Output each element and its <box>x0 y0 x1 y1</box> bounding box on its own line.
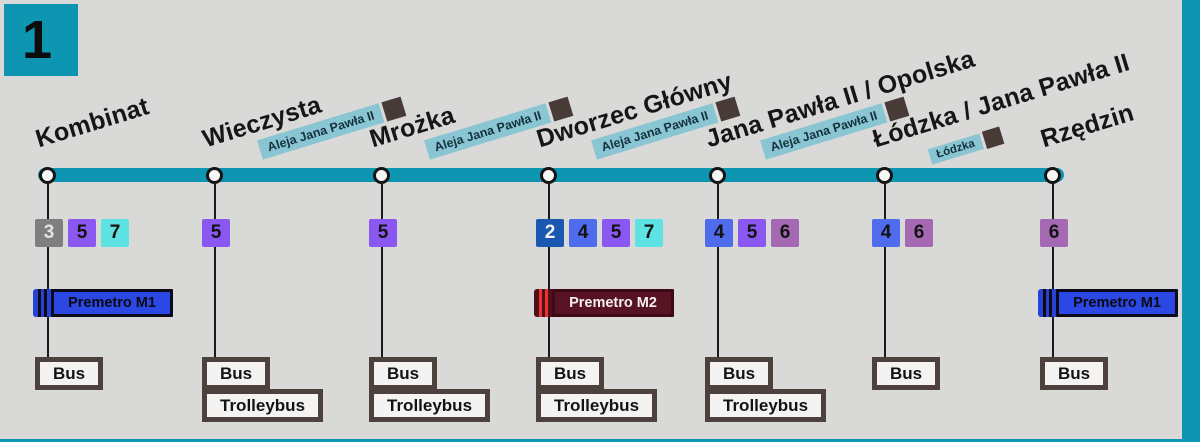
premetro-stripe-icon <box>1043 289 1046 317</box>
premetro-stripe-icon <box>545 289 548 317</box>
route-badge: 4 <box>705 219 733 247</box>
station-dot <box>206 167 223 184</box>
station-connector-line <box>884 184 886 219</box>
trolleybus-box: Trolleybus <box>369 389 491 422</box>
premetro-banner: Premetro M2 <box>534 289 674 317</box>
station-dot <box>373 167 390 184</box>
station-connector-line <box>548 184 550 219</box>
route-badge: 3 <box>35 219 63 247</box>
route-badge: 6 <box>771 219 799 247</box>
station-connector-line <box>1052 184 1054 219</box>
station-connector-line <box>548 247 550 289</box>
station-connector-line <box>717 184 719 219</box>
premetro-label: Premetro M1 <box>68 295 156 311</box>
station-connector-line <box>47 317 49 357</box>
station-dot <box>540 167 557 184</box>
station-connector-line <box>381 247 383 357</box>
bus-box: Bus <box>872 357 941 390</box>
trolleybus-box: Trolleybus <box>202 389 324 422</box>
station-connector-line <box>214 184 216 219</box>
line-number-badge: 1 <box>4 4 78 76</box>
route-badge-row: 5 <box>369 219 397 247</box>
bottom-edge-bar <box>0 439 1200 442</box>
station-dot <box>39 167 56 184</box>
station-connector-line <box>548 317 550 357</box>
bus-box: Bus <box>35 357 104 390</box>
route-badge: 7 <box>101 219 129 247</box>
station-connector-line <box>717 247 719 357</box>
premetro-label: Premetro M2 <box>569 295 657 311</box>
premetro-banner: Premetro M1 <box>1038 289 1178 317</box>
route-badge: 7 <box>635 219 663 247</box>
station-dot <box>1044 167 1061 184</box>
bus-box: Bus <box>705 357 774 390</box>
bus-box: Bus <box>202 357 271 390</box>
bus-box: Bus <box>536 357 605 390</box>
station-connector-line <box>47 247 49 289</box>
route-badge: 5 <box>202 219 230 247</box>
trolleybus-box: Trolleybus <box>536 389 658 422</box>
route-badge-row: 6 <box>1040 219 1068 247</box>
right-edge-bar <box>1182 0 1200 442</box>
route-badge: 5 <box>369 219 397 247</box>
route-badge-row: 5 <box>202 219 230 247</box>
premetro-banner: Premetro M1 <box>33 289 173 317</box>
premetro-inner-plate: Premetro M1 <box>51 289 173 317</box>
premetro-label: Premetro M1 <box>1073 295 1161 311</box>
route-badge: 4 <box>569 219 597 247</box>
line-number: 1 <box>22 10 53 70</box>
station-name-label: Jana Pawła II / Opolska <box>702 44 979 154</box>
bus-box: Bus <box>369 357 438 390</box>
station-name-label: Kombinat <box>32 92 153 154</box>
route-badge: 2 <box>536 219 564 247</box>
premetro-stripe-icon <box>38 289 41 317</box>
route-badge: 4 <box>872 219 900 247</box>
station-connector-line <box>47 184 49 219</box>
premetro-stripe-icon <box>44 289 47 317</box>
route-badge: 5 <box>738 219 766 247</box>
premetro-stripe-icon <box>1049 289 1052 317</box>
route-badge: 6 <box>1040 219 1068 247</box>
route-badge: 6 <box>905 219 933 247</box>
station-connector-line <box>884 247 886 357</box>
station-connector-line <box>381 184 383 219</box>
trolleybus-box: Trolleybus <box>705 389 827 422</box>
premetro-inner-plate: Premetro M2 <box>552 289 674 317</box>
station-connector-line <box>1052 317 1054 357</box>
station-dot <box>876 167 893 184</box>
station-dot <box>709 167 726 184</box>
premetro-inner-plate: Premetro M1 <box>1056 289 1178 317</box>
premetro-stripe-icon <box>539 289 542 317</box>
ribbon-end-cap-icon <box>981 126 1004 150</box>
route-badge: 5 <box>602 219 630 247</box>
route-badge: 5 <box>68 219 96 247</box>
bus-box: Bus <box>1040 357 1109 390</box>
station-connector-line <box>1052 247 1054 289</box>
station-connector-line <box>214 247 216 357</box>
